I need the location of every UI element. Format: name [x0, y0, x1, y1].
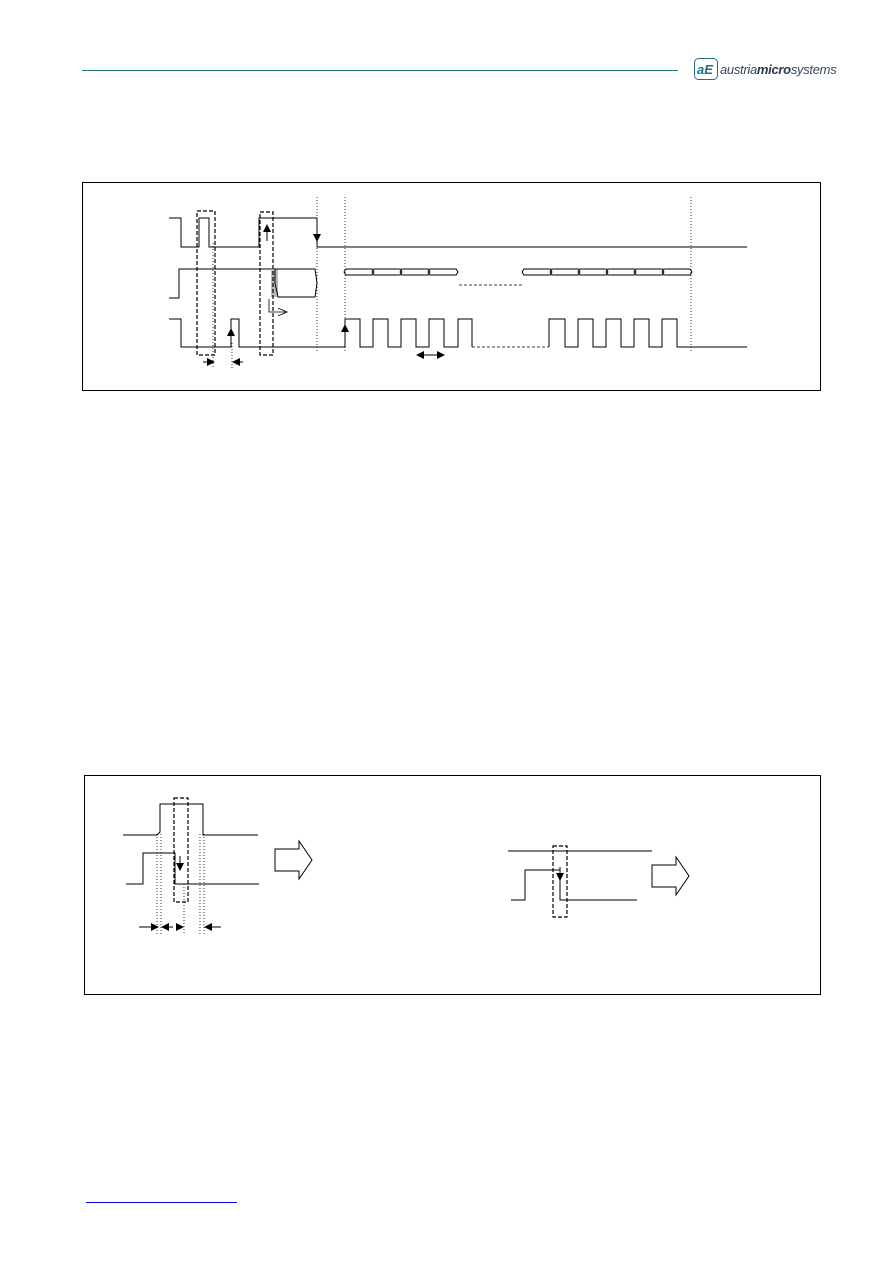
left-highlight-box: [173, 797, 189, 903]
logo-mark-icon: aE: [694, 58, 718, 80]
data-bit-cell: [371, 268, 403, 276]
logo-text-emphasis: micro: [756, 61, 791, 77]
block-arrow-icon-right: [651, 855, 690, 897]
company-logo: aE austriamicrosystems: [694, 56, 839, 82]
timing-diagram-serial-drawing: [169, 197, 747, 368]
signal-top-waveform: [169, 217, 747, 248]
data-bit-cell: [427, 268, 459, 276]
data-bit-cell: [343, 268, 375, 276]
data-bit-cell: [577, 268, 609, 276]
logo-text-part-2: systems: [790, 61, 837, 77]
data-bit-cell: [549, 268, 581, 276]
data-bit-cell: [661, 268, 693, 276]
footer-link-underline[interactable]: [86, 1202, 237, 1203]
logo-mark-letters: aE: [697, 62, 713, 77]
left-signal-bottom: [126, 852, 259, 885]
timing-diagram-serial: [82, 182, 821, 391]
signal-clock-pulses-1: [344, 318, 473, 348]
data-bit-cells-group-1: [343, 268, 459, 276]
signal-clock-pulses-2: [548, 318, 747, 348]
right-highlight-box: [552, 845, 568, 918]
right-signal-bottom: [511, 869, 637, 901]
data-bit-cell: [633, 268, 665, 276]
logo-text-part-1: austria: [720, 61, 757, 77]
signal-clock-waveform-start: [169, 318, 345, 348]
data-bit-cells-group-2: [521, 268, 693, 276]
data-bit-cell: [399, 268, 431, 276]
block-arrow-icon-left: [274, 839, 313, 881]
data-bit-cell: [521, 268, 553, 276]
guide-lines: [212, 197, 692, 368]
timing-diagram-edges: [84, 775, 821, 995]
data-bit-cell: [605, 268, 637, 276]
timing-diagram-edges-drawing: [123, 797, 690, 934]
signal-data-bit-first: [274, 268, 318, 298]
left-signal-top: [123, 803, 258, 836]
signal-data-waveform-start: [169, 268, 278, 299]
highlight-box-capture: [259, 211, 274, 356]
header-rule: [82, 70, 678, 71]
highlight-box-start: [196, 210, 216, 356]
logo-text: austriamicrosystems: [720, 61, 837, 77]
data-out-arrow: [268, 299, 287, 312]
left-guide-lines: [156, 834, 205, 934]
